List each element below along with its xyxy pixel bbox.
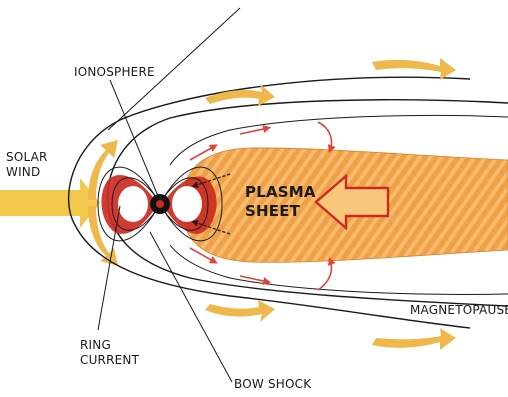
solar-wind-arrow [0, 178, 100, 228]
bow-shock-text: BOW SHOCK [234, 377, 311, 392]
solar-wind-label: SOLAR WIND [6, 150, 48, 180]
magnetopause-label: MAGNETOPAUSE [410, 303, 508, 318]
ring-current-text-line1: RING [80, 338, 139, 353]
plasma-sheet-text-line2: SHEET [245, 202, 316, 221]
plasma-sheet-label: PLASMA SHEET [245, 183, 316, 221]
solar-wind-text-line1: SOLAR [6, 150, 48, 165]
solar-wind-text-line2: WIND [6, 165, 48, 180]
magnetopause-text: MAGNETOPAUSE [410, 303, 508, 318]
ionosphere-text: IONOSPHERE [74, 65, 155, 80]
ring-current-label: RING CURRENT [80, 338, 139, 368]
plasma-sheet-text-line1: PLASMA [245, 183, 316, 202]
bow-shock-label: BOW SHOCK [234, 377, 311, 392]
earth [150, 194, 170, 214]
ring-current-text-line2: CURRENT [80, 353, 139, 368]
ionosphere-label: IONOSPHERE [74, 65, 155, 80]
